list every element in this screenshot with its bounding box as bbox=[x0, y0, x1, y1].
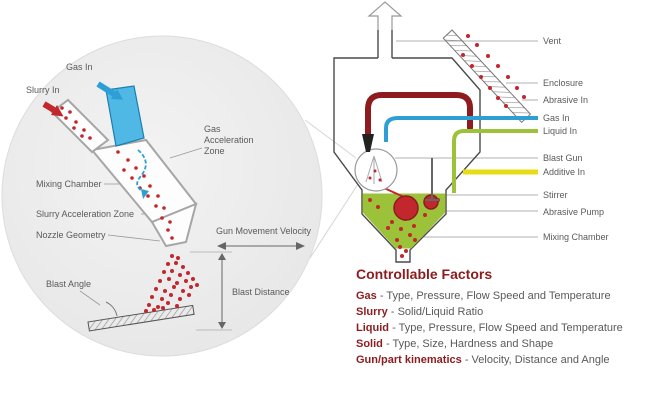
abrasive-pump-shape bbox=[383, 187, 439, 221]
slurry-in-arrow bbox=[42, 101, 64, 117]
label-slurry-acceleration-zone: Slurry Acceleration Zone bbox=[36, 209, 135, 219]
label-blast-angle: Blast Angle bbox=[46, 279, 92, 289]
factor-term: Gas bbox=[356, 290, 377, 302]
label-gas-acceleration-zone: Gas Acceleration Zone bbox=[204, 124, 254, 156]
factor-row-kinematics: Gun/part kinematics - Velocity, Distance… bbox=[356, 354, 644, 366]
blast-gun-shape bbox=[365, 92, 473, 139]
abrasive-chute bbox=[442, 29, 532, 123]
factor-row-slurry: Slurry - Solid/Liquid Ratio bbox=[356, 306, 644, 318]
swirl-arrow bbox=[136, 149, 147, 193]
cabinet-outline bbox=[333, 57, 481, 263]
label-blast-distance: Blast Distance bbox=[232, 287, 290, 297]
blast-distance-arrow bbox=[190, 251, 232, 331]
vent-arrow bbox=[367, 1, 403, 30]
label-gas-in-machine: Gas In bbox=[543, 113, 570, 123]
factor-term: Liquid bbox=[356, 322, 389, 334]
abrasive-in-dots bbox=[461, 34, 526, 108]
factor-desc: - Solid/Liquid Ratio bbox=[390, 306, 484, 318]
slurry-pool bbox=[362, 193, 446, 249]
label-stirrer: Stirrer bbox=[543, 190, 568, 200]
blast-zone-dots bbox=[368, 169, 382, 182]
controllable-factors-panel: Controllable Factors Gas - Type, Pressur… bbox=[356, 266, 644, 370]
stirrer-shape bbox=[425, 158, 439, 201]
nozzle-assembly bbox=[50, 85, 198, 248]
machine-leader-lines bbox=[395, 40, 538, 238]
chamber-dots bbox=[116, 150, 174, 240]
factor-desc: - Type, Pressure, Flow Speed and Tempera… bbox=[392, 322, 623, 334]
gun-movement-velocity-arrow bbox=[217, 242, 305, 250]
slurry-tube-shape bbox=[50, 98, 110, 154]
label-gas-in: Gas In bbox=[66, 62, 93, 72]
nozzle-taper-shape bbox=[150, 202, 198, 248]
blast-angle-arc bbox=[105, 301, 118, 317]
controllable-factors-title: Controllable Factors bbox=[356, 266, 493, 282]
nozzle-leader-lines bbox=[79, 147, 203, 306]
label-slurry-in: Slurry In bbox=[26, 85, 60, 95]
label-mixing-chamber: Mixing Chamber bbox=[36, 179, 102, 189]
gas-in-arrow bbox=[96, 81, 123, 100]
label-mixing-chamber-machine: Mixing Chamber bbox=[543, 232, 609, 242]
label-abrasive-pump: Abrasive Pump bbox=[543, 207, 605, 217]
vent-chimney bbox=[377, 30, 393, 58]
label-gun-movement-velocity: Gun Movement Velocity bbox=[216, 226, 312, 236]
spray-dots bbox=[144, 254, 199, 313]
factor-term: Slurry bbox=[356, 306, 388, 318]
label-nozzle-geometry: Nozzle Geometry bbox=[36, 230, 106, 240]
gas-tube-shape bbox=[105, 85, 145, 147]
factor-row-gas: Gas - Type, Pressure, Flow Speed and Tem… bbox=[356, 290, 644, 302]
factor-term: Solid bbox=[356, 338, 383, 350]
label-enclosure: Enclosure bbox=[543, 78, 584, 88]
label-abrasive-in: Abrasive In bbox=[543, 95, 589, 105]
factor-desc: - Type, Size, Hardness and Shape bbox=[385, 338, 554, 350]
factor-desc: - Velocity, Distance and Angle bbox=[464, 354, 610, 366]
blast-plate bbox=[87, 304, 195, 332]
label-blast-gun: Blast Gun bbox=[543, 153, 583, 163]
magnifier-connector-lines bbox=[304, 119, 359, 259]
label-additive-in: Additive In bbox=[543, 167, 586, 177]
factor-term: Gun/part kinematics bbox=[356, 354, 462, 366]
liquid-line bbox=[452, 129, 538, 193]
gas-line bbox=[384, 116, 538, 142]
swirl-arrowhead bbox=[141, 189, 149, 199]
factor-row-liquid: Liquid - Type, Pressure, Flow Speed and … bbox=[356, 322, 644, 334]
factor-row-solid: Solid - Type, Size, Hardness and Shape bbox=[356, 338, 644, 350]
label-liquid-in: Liquid In bbox=[543, 126, 578, 136]
label-vent: Vent bbox=[543, 36, 562, 46]
blast-gun-tip bbox=[362, 134, 374, 152]
factor-desc: - Type, Pressure, Flow Speed and Tempera… bbox=[379, 290, 611, 302]
slurry-tube-dots bbox=[60, 106, 92, 140]
